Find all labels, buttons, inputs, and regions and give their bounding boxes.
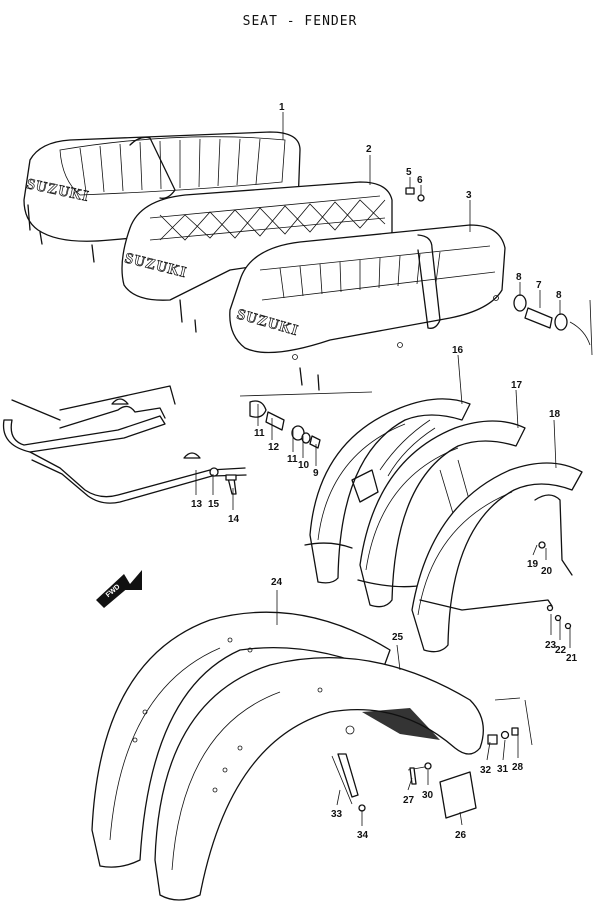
callout-1: 1 xyxy=(279,102,285,113)
callout-20: 20 xyxy=(541,566,553,577)
callout-10: 10 xyxy=(298,460,310,471)
callout-32: 32 xyxy=(480,765,492,776)
callout-21: 21 xyxy=(566,653,578,664)
callout-34: 34 xyxy=(357,830,369,841)
callout-25: 25 xyxy=(392,632,404,643)
fender-16 xyxy=(304,398,471,584)
callout-numbers: 1 2 3 5 6 8 7 8 16 17 18 11 12 11 10 9 1… xyxy=(191,102,578,841)
callout-24: 24 xyxy=(271,577,283,588)
callout-17: 17 xyxy=(511,380,523,391)
fwd-arrow-icon: FWD xyxy=(96,570,142,608)
fender-25 xyxy=(154,657,484,901)
seat-hinge-hardware xyxy=(405,187,593,356)
callout-8a: 8 xyxy=(516,272,522,283)
callout-7: 7 xyxy=(536,280,542,291)
page-title: SEAT - FENDER xyxy=(242,14,358,29)
callout-18: 18 xyxy=(549,409,561,420)
callout-12: 12 xyxy=(268,442,280,453)
callout-11b: 11 xyxy=(287,454,298,465)
callout-11a: 11 xyxy=(254,428,265,439)
callout-14: 14 xyxy=(228,514,240,525)
seat-3: SUZUKI xyxy=(229,224,506,391)
seat-bracket-13 xyxy=(2,385,247,504)
callout-3: 3 xyxy=(466,190,472,201)
callout-26: 26 xyxy=(455,830,467,841)
callout-22: 22 xyxy=(555,645,567,656)
callout-27: 27 xyxy=(403,795,415,806)
callout-5: 5 xyxy=(406,167,412,178)
callout-6: 6 xyxy=(417,175,423,186)
callout-2: 2 xyxy=(366,144,372,155)
callout-30: 30 xyxy=(422,790,434,801)
rear-fender-hardware xyxy=(331,697,533,819)
callout-16: 16 xyxy=(452,345,464,356)
callout-8b: 8 xyxy=(556,290,562,301)
callout-13: 13 xyxy=(191,499,203,510)
callout-23: 23 xyxy=(545,640,557,651)
leader-lines xyxy=(195,112,571,826)
callout-19: 19 xyxy=(527,559,539,570)
callout-9: 9 xyxy=(313,468,319,479)
callout-31: 31 xyxy=(497,764,509,775)
callout-28: 28 xyxy=(512,762,524,773)
callout-33: 33 xyxy=(331,809,343,820)
callout-15: 15 xyxy=(208,499,220,510)
fender-18 xyxy=(411,462,583,653)
